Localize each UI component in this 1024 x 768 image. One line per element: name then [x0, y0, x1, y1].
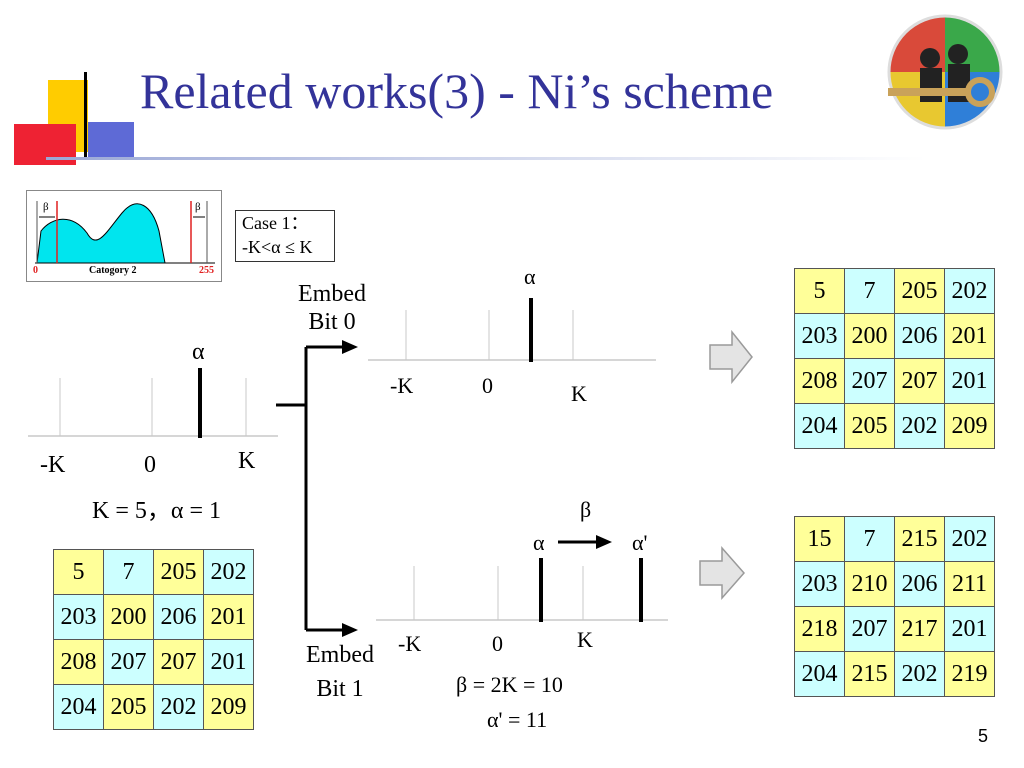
- grid-cell: 201: [944, 606, 995, 652]
- grid-cell: 204: [794, 403, 845, 449]
- bit1-zero-label: 0: [492, 631, 503, 656]
- bit1-alpha-label: α: [533, 530, 545, 555]
- grid-cell: 205: [894, 268, 945, 314]
- left-alpha-label: α: [192, 339, 205, 365]
- grid-cell: 204: [53, 684, 104, 730]
- alpha-prime-equation: α' = 11: [487, 707, 548, 732]
- grid-cell: 7: [844, 268, 895, 314]
- embed-bit0-label: Embed Bit 0: [298, 281, 366, 335]
- histogram-beta-right: β: [195, 201, 201, 213]
- left-neg-k-label: -K: [40, 452, 66, 478]
- grid-cell: 202: [944, 268, 995, 314]
- case-box: Case 1： -K<α ≤ K: [235, 210, 335, 262]
- grid-cell: 206: [894, 313, 945, 359]
- slide-title: Related works(3) - Ni’s scheme: [140, 63, 774, 119]
- grid-cell: 200: [844, 313, 895, 359]
- case-line-1: Case 1：: [242, 213, 309, 233]
- grid-cell: 209: [203, 684, 254, 730]
- histogram-beta-left: β: [43, 201, 49, 213]
- grid-cell: 218: [794, 606, 845, 652]
- grid-cell: 203: [794, 561, 845, 607]
- bit0-k-label: K: [571, 381, 587, 406]
- grid-cell: 219: [944, 651, 995, 697]
- bit0-alpha-label: α: [524, 264, 536, 289]
- params-label: K = 5，α = 1: [92, 498, 221, 524]
- grid-cell: 201: [203, 594, 254, 640]
- grid-cell: 202: [153, 684, 204, 730]
- grid-cell: 202: [944, 516, 995, 562]
- grid-cell: 201: [944, 313, 995, 359]
- grid-cell: 209: [944, 403, 995, 449]
- grid-cell: 215: [844, 651, 895, 697]
- beta-equation: β = 2K = 10: [456, 672, 563, 697]
- grid-cell: 207: [103, 639, 154, 685]
- grid-cell: 207: [894, 358, 945, 404]
- grid-cell: 7: [844, 516, 895, 562]
- bit1-beta-label: β: [580, 497, 592, 522]
- case-line-2: -K<α ≤ K: [242, 237, 313, 257]
- page-number: 5: [978, 726, 989, 746]
- histogram-thumbnail: β β 0 Catogory 2 255: [26, 190, 222, 282]
- bit0-zero-label: 0: [482, 373, 493, 398]
- grid-cell: 210: [844, 561, 895, 607]
- grid-cell: 207: [844, 606, 895, 652]
- histogram-left-mark: 0: [33, 265, 38, 276]
- bit1-alpha-prime-label: α': [632, 530, 648, 555]
- histogram-right-mark: 255: [199, 265, 214, 276]
- grid-cell: 203: [794, 313, 845, 359]
- grid-cell: 5: [53, 549, 104, 595]
- grid-cell: 200: [103, 594, 154, 640]
- left-k-label: K: [238, 448, 256, 474]
- grid-cell: 215: [894, 516, 945, 562]
- grid-cell: 201: [944, 358, 995, 404]
- grid-cell: 5: [794, 268, 845, 314]
- histogram-category-label: Catogory 2: [89, 265, 137, 276]
- embed-bit1-label: Embed Bit 1: [306, 642, 374, 702]
- grid-cell: 206: [894, 561, 945, 607]
- grid-cell: 205: [153, 549, 204, 595]
- bit1-neg-k-label: -K: [398, 631, 422, 656]
- grid-cell: 202: [203, 549, 254, 595]
- left-zero-label: 0: [144, 452, 156, 478]
- grid-cell: 204: [794, 651, 845, 697]
- grid-cell: 202: [894, 651, 945, 697]
- grid-cell: 205: [844, 403, 895, 449]
- grid-cell: 211: [944, 561, 995, 607]
- grid-cell: 7: [103, 549, 154, 595]
- grid-cell: 208: [794, 358, 845, 404]
- grid-cell: 208: [53, 639, 104, 685]
- grid-cell: 203: [53, 594, 104, 640]
- grid-cell: 206: [153, 594, 204, 640]
- grid-cell: 15: [794, 516, 845, 562]
- grid-cell: 202: [894, 403, 945, 449]
- bit1-k-label: K: [577, 627, 593, 652]
- bit0-neg-k-label: -K: [390, 373, 414, 398]
- grid-cell: 205: [103, 684, 154, 730]
- grid-cell: 207: [153, 639, 204, 685]
- title-underline: [46, 157, 926, 160]
- grid-cell: 217: [894, 606, 945, 652]
- grid-cell: 207: [844, 358, 895, 404]
- grid-cell: 201: [203, 639, 254, 685]
- logo-key-icon: [887, 14, 1003, 130]
